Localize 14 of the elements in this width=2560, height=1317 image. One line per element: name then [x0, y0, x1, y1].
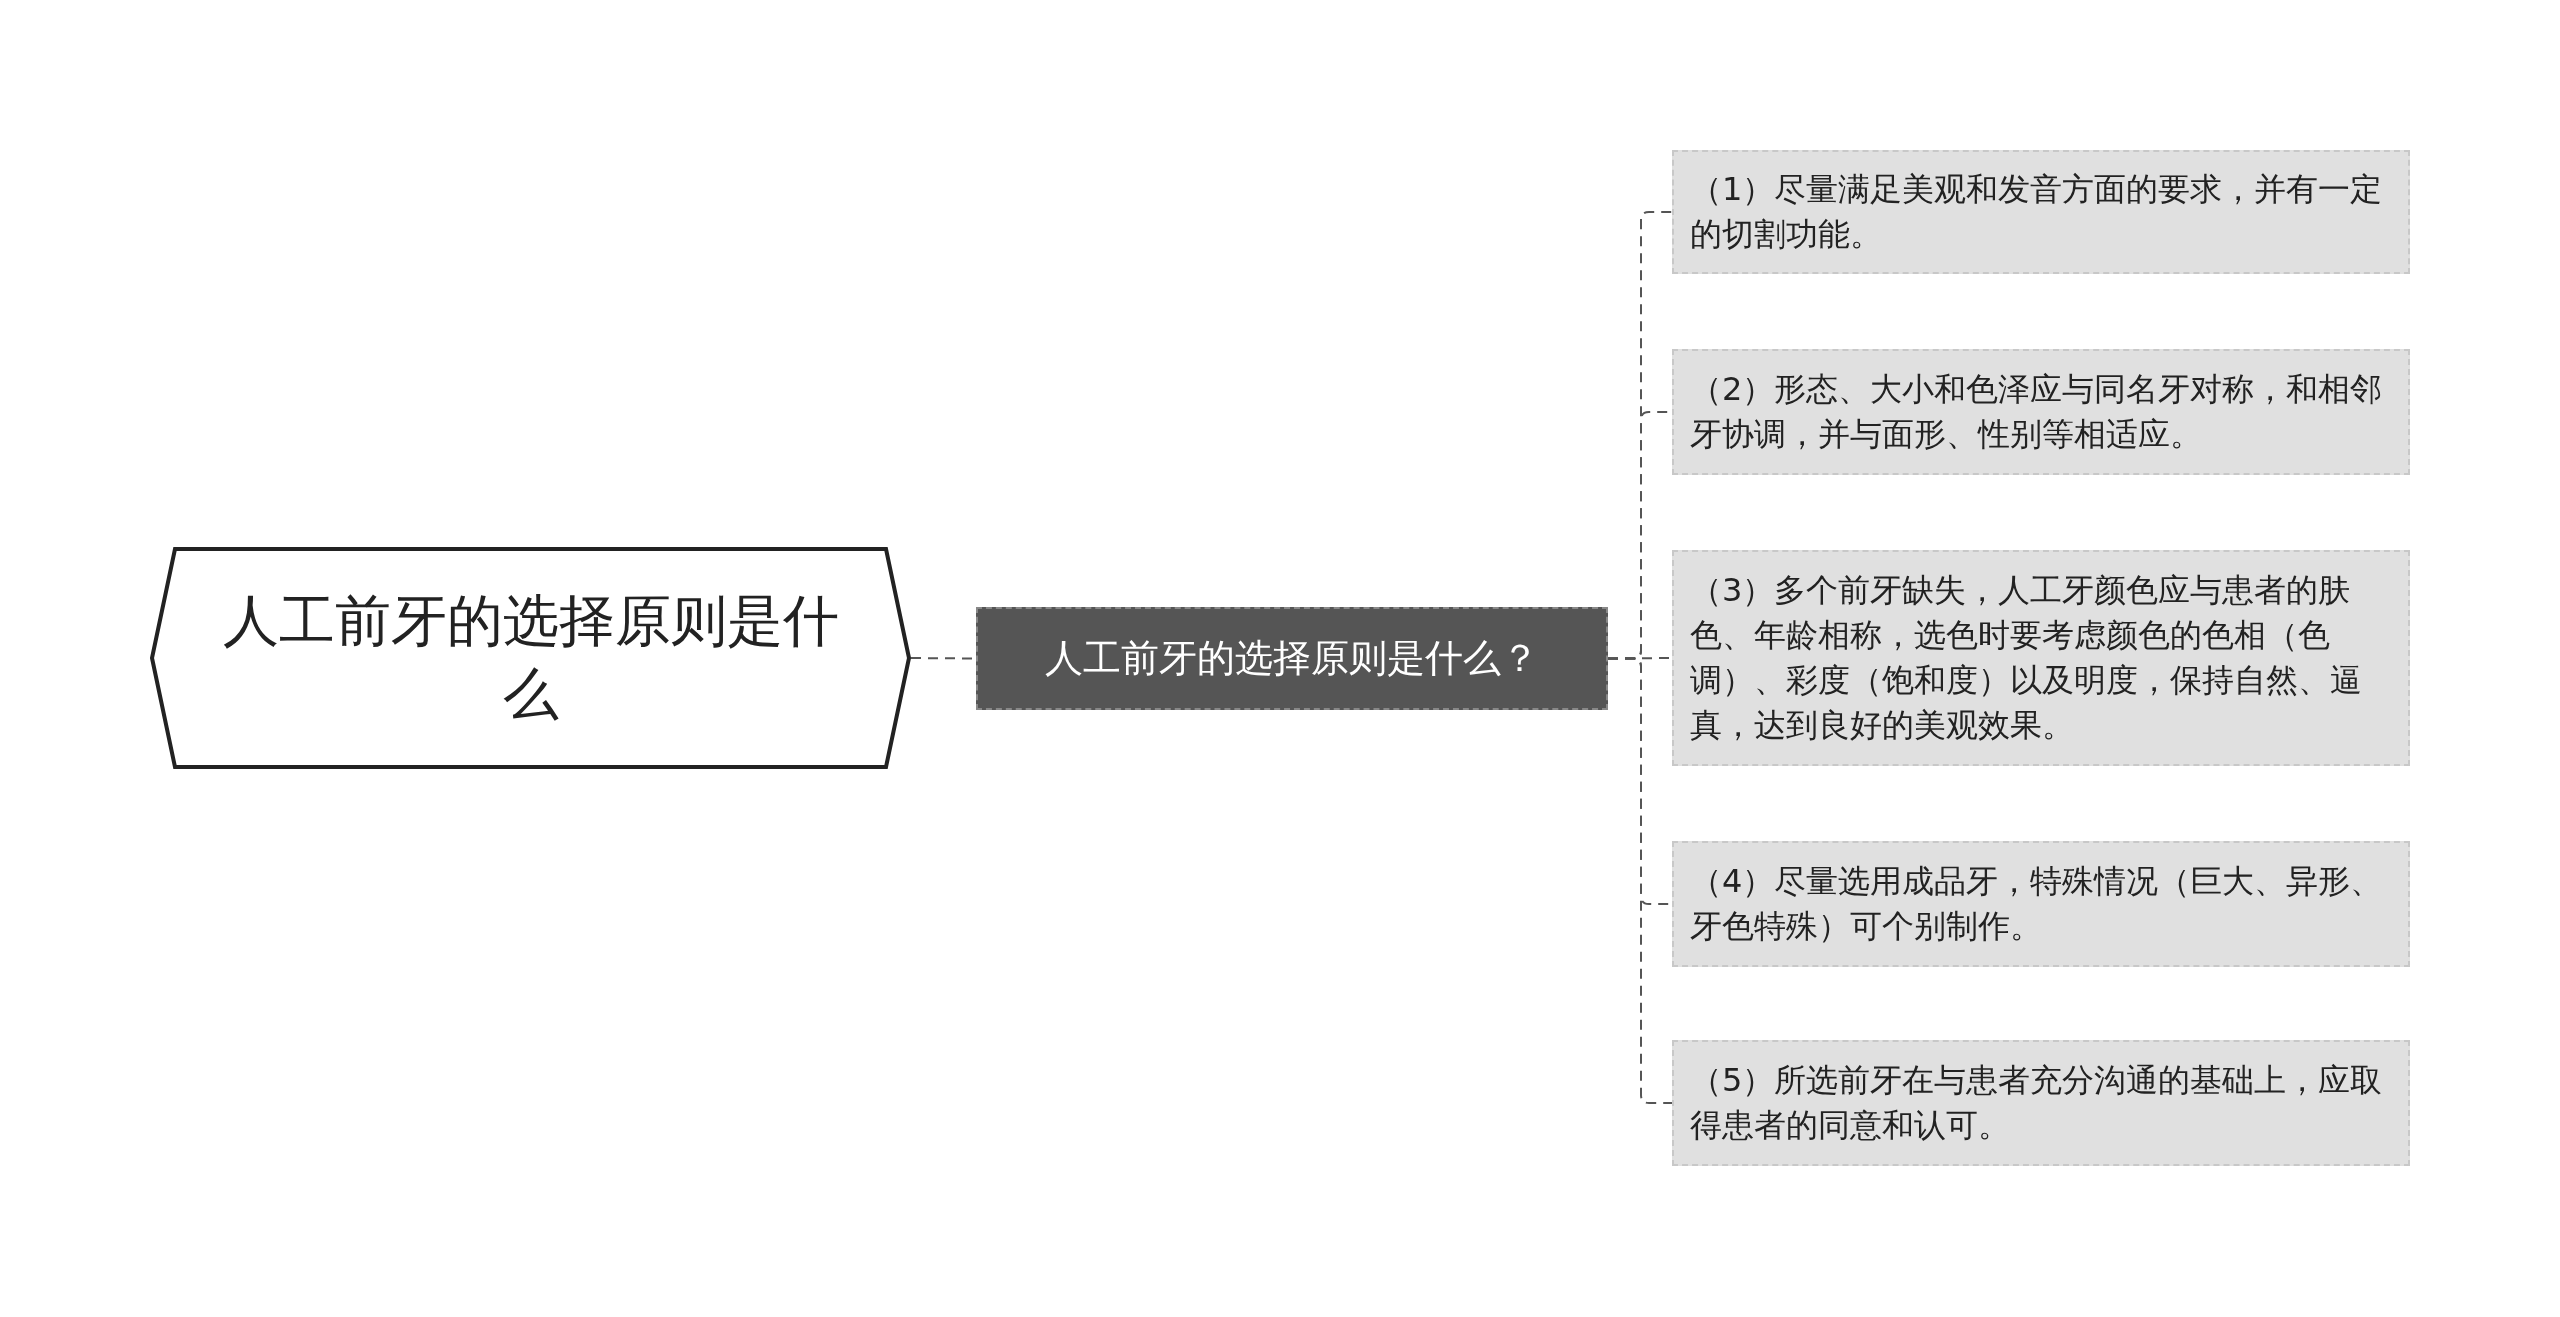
detail-text: （2）形态、大小和色泽应与同名牙对称，和相邻牙协调，并与面形、性别等相适应。: [1690, 369, 2384, 455]
detail-text: （4）尽量选用成品牙，特殊情况（巨大、异形、牙色特殊）可个别制作。: [1690, 861, 2384, 947]
detail-text: （3）多个前牙缺失，人工牙颜色应与患者的肤色、年龄相称，选色时要考虑颜色的色相（色调）、彩度（饱和度）以及明度，保持自然、逼真，达到良好的美观效果。: [1690, 570, 2363, 746]
subtopic-text: 人工前牙的选择原则是什么？: [1045, 635, 1539, 682]
detail-box: [1672, 841, 2410, 967]
detail-box: [1672, 1040, 2410, 1166]
subtopic-box: [976, 607, 1608, 710]
topic-text: 人工前牙的选择原则是什么: [221, 587, 840, 728]
detail-text: （5）所选前牙在与患者充分沟通的基础上，应取得患者的同意和认可。: [1690, 1060, 2384, 1146]
detail-box: [1672, 349, 2410, 475]
detail-box: [1672, 550, 2410, 766]
detail-text: （1）尽量满足美观和发音方面的要求，并有一定的切割功能。: [1690, 169, 2384, 255]
detail-box: [1672, 150, 2410, 274]
topic-hexagon: [150, 547, 911, 769]
